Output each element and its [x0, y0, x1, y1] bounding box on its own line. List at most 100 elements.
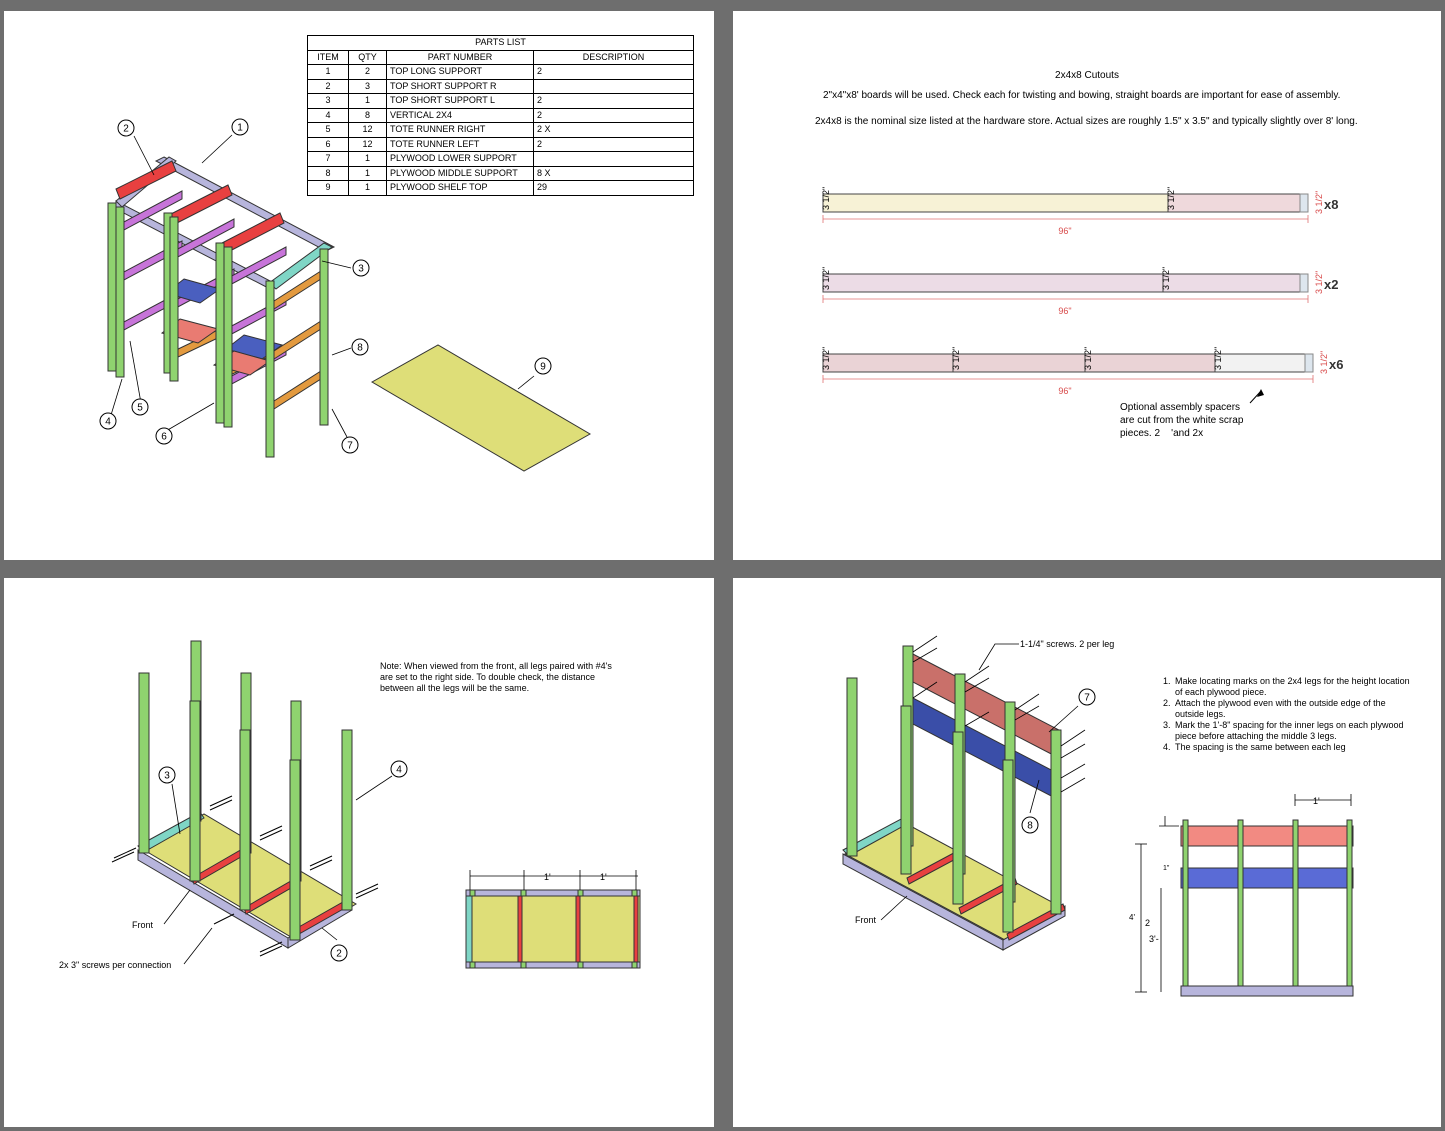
callout-9: 9 [534, 357, 552, 375]
callout-label: 8 [357, 343, 363, 354]
leader-lines [163, 775, 393, 965]
board-cut-diagrams: 3 1/2" 3 1/2" 3 1/2" x8 96" 3 1/2" 3 1/2" 3 1/2… [821, 187, 1343, 404]
board-section [822, 353, 954, 373]
dim-2: 2 [1145, 918, 1150, 928]
callout-3: 3 [352, 259, 370, 277]
board-section [1214, 353, 1306, 373]
step-4: The spacing is the same between each leg [1173, 742, 1413, 753]
section-width-label: 3 1/2" [821, 347, 831, 370]
dim-1in: 1" [1163, 865, 1170, 872]
page-base-assembly: Note: When viewed from the front, all le… [4, 578, 714, 1127]
parts-cell-part: TOTE RUNNER LEFT [386, 136, 534, 152]
front-view-inset [1180, 819, 1354, 997]
callout-label: 6 [161, 432, 167, 443]
inset-dimension-line [469, 870, 638, 890]
callout-label: 4 [105, 417, 111, 428]
inset-dimension-lines [1135, 794, 1352, 993]
section-width-label: 3 1/2" [1166, 187, 1176, 210]
dim-1ft: 1' [1313, 796, 1320, 806]
callout-8: 8 [1021, 816, 1039, 834]
plywood-shelf-top [370, 344, 592, 472]
step-1: Make locating marks on the 2x4 legs for … [1173, 676, 1413, 698]
section-width-label: 3 1/2" [1213, 347, 1223, 370]
spacer-note-line-3-start: pieces. 2 [1120, 428, 1161, 439]
callout-3: 3 [158, 766, 176, 784]
page-parts-list: PARTS LIST ITEM QTY PART NUMBER DESCRIPT… [4, 11, 714, 560]
board-length-label: 96" [1058, 226, 1071, 236]
step-2: Attach the plywood even with the outside… [1173, 698, 1413, 720]
plywood-assembly-drawing: 78 1' 1" 4' 2 3'- [842, 635, 1354, 997]
scrap-arrow-head [1257, 389, 1264, 397]
callout-8: 8 [351, 338, 369, 356]
section-width-label: 3 1/2" [1083, 347, 1093, 370]
section-width-label: 3 1/2" [951, 347, 961, 370]
board-qty: x2 [1324, 277, 1338, 292]
cutouts-line-1: 2"x4"x8' boards will be used. Check each… [823, 90, 1341, 101]
board-section [952, 353, 1086, 373]
callout-label: 4 [396, 765, 402, 776]
callout-label: 5 [137, 403, 143, 414]
board-section [1167, 193, 1301, 213]
callout-5: 5 [131, 398, 149, 416]
cutouts-line-2: 2x4x8 is the nominal size listed at the … [815, 116, 1358, 127]
front-label: Front [855, 915, 877, 925]
note-line-2: are set to the right side. To double che… [380, 672, 595, 682]
leader-lines [880, 643, 1079, 921]
parts-cell-qty: 12 [348, 136, 387, 152]
spacer-note: Optional assembly spacers are cut from t… [1120, 401, 1243, 440]
board-end-label: 3 1/2" [1319, 351, 1329, 374]
legs [846, 645, 1062, 933]
callout-label: 3 [164, 771, 170, 782]
spacer-note-line-3: pieces. 2 'and 2x [1120, 427, 1243, 440]
callout-label: 2 [336, 949, 342, 960]
section-width-label: 3 1/2" [821, 187, 831, 210]
board-length-label: 96" [1058, 386, 1071, 396]
callout-label: 7 [347, 441, 353, 452]
callout-label: 7 [1084, 693, 1090, 704]
callout-label: 3 [358, 264, 364, 275]
section-width-label: 3 1/2" [1161, 267, 1171, 290]
board-section [822, 273, 1164, 293]
note-line-3: between all the legs will be the same. [380, 683, 530, 693]
board-end-cap [1299, 273, 1309, 293]
leg-orientation-note: Note: When viewed from the front, all le… [380, 661, 612, 694]
board-qty: x8 [1324, 197, 1338, 212]
cutouts-title: 2x4x8 Cutouts [1055, 70, 1119, 81]
parts-cell-desc: 29 [533, 180, 694, 196]
spacer-note-line-1: Optional assembly spacers [1120, 402, 1241, 413]
step-3: Mark the 1'-8" spacing for the inner leg… [1173, 720, 1413, 742]
parts-cell-desc: 2 X [533, 122, 694, 138]
callout-6: 6 [155, 427, 173, 445]
page-plywood-assembly: 1-1/4" screws. 2 per leg Front Make loca… [733, 578, 1441, 1127]
vertical-legs [107, 202, 329, 458]
board-section [822, 193, 1169, 213]
parts-cell-desc: 2 [533, 136, 694, 152]
callout-4: 4 [390, 760, 408, 778]
board-length-label: 96" [1058, 306, 1071, 316]
parts-cell-desc: 8 X [533, 165, 694, 181]
parts-list-table: PARTS LIST ITEM QTY PART NUMBER DESCRIPT… [307, 35, 694, 196]
note-line-1: Note: When viewed from the front, all le… [380, 661, 612, 671]
callout-7: 7 [341, 436, 359, 454]
board-end-cap [1299, 193, 1309, 213]
callout-4: 4 [99, 412, 117, 430]
board-end-cap [1304, 353, 1314, 373]
callout-2: 2 [330, 944, 348, 962]
parts-cell-part: PLYWOOD LOWER SUPPORT [386, 151, 534, 167]
base-assembly-drawing: 342 1' 1' [111, 640, 641, 969]
callout-label: 2 [123, 124, 129, 135]
screws-per-leg-label: 1-1/4" screws. 2 per leg [1020, 639, 1115, 649]
board-qty: x6 [1329, 357, 1343, 372]
board-section [1084, 353, 1216, 373]
section-width-label: 3 1/2" [821, 267, 831, 290]
callout-label: 1 [237, 123, 243, 134]
